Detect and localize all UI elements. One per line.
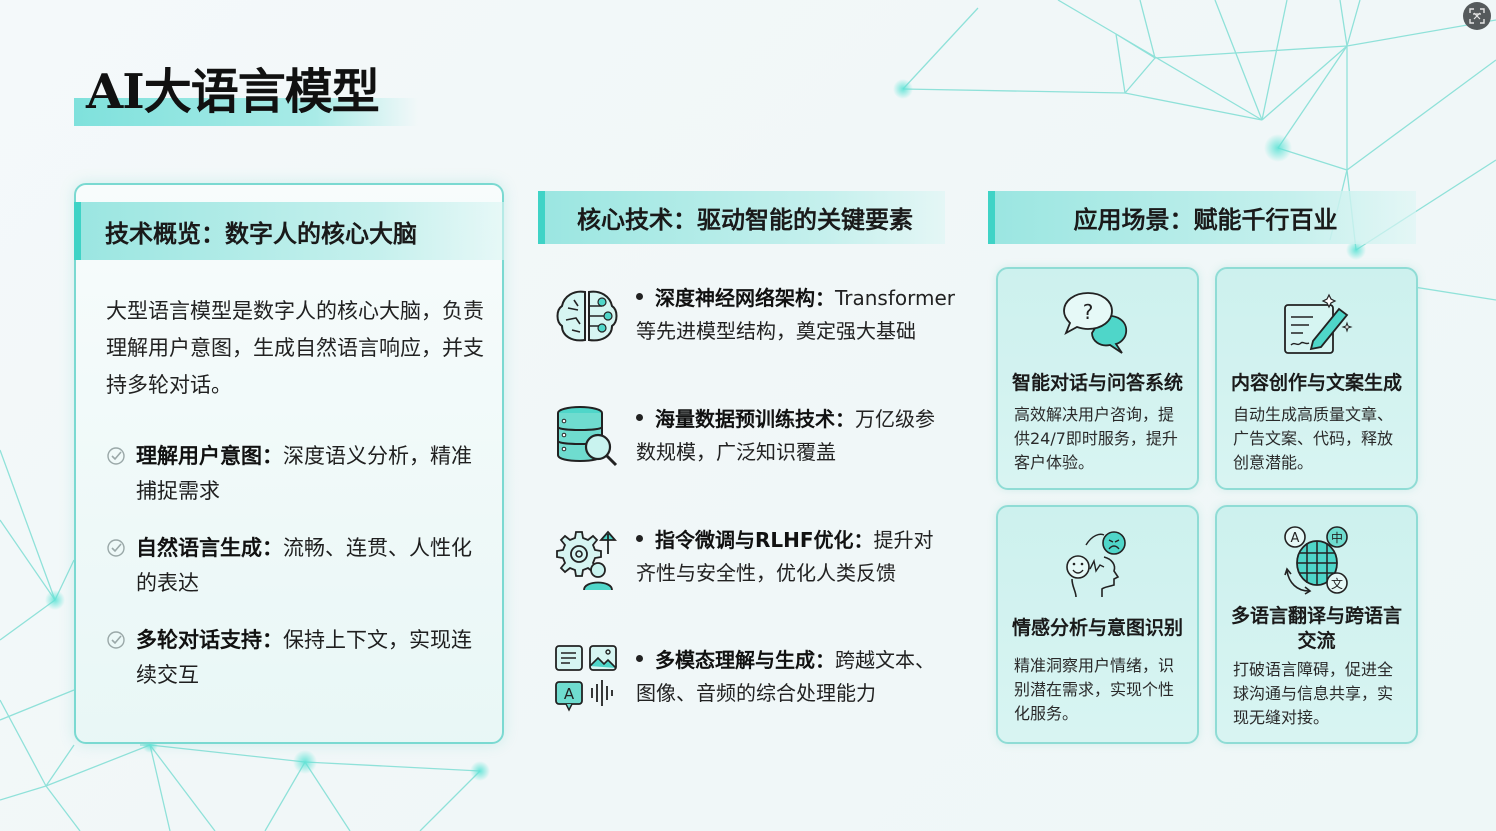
overview-bullet: 多轮对话支持：保持上下文，实现连续交互	[106, 623, 486, 693]
overview-bullet-list: 理解用户意图：深度语义分析，精准捕捉需求 自然语言生成：流畅、连贯、人性化的表达…	[106, 439, 486, 715]
tech-item-desc-cont: 图像、音频的综合处理能力	[636, 681, 876, 705]
tech-item-desc: 万亿级参	[855, 407, 935, 431]
overview-header: 技术概览：数字人的核心大脑	[74, 202, 504, 260]
svg-text:中: 中	[1330, 530, 1342, 545]
overview-intro: 大型语言模型是数字人的核心大脑，负责理解用户意图，生成自然语言响应，并支持多轮对…	[106, 299, 484, 397]
card-title: 智能对话与问答系统	[1011, 372, 1183, 394]
overview-bullet: 自然语言生成：流畅、连贯、人性化的表达	[106, 531, 486, 601]
tech-item-desc-cont: 等先进模型结构，奠定强大基础	[636, 319, 916, 343]
tech-item: 海量数据预训练技术：万亿级参 数规模，广泛知识覆盖	[552, 403, 962, 483]
bullet-text: 保持上下文，实现连续交互	[136, 628, 472, 687]
check-circle-icon	[107, 539, 125, 557]
core-tech-header: 核心技术：驱动智能的关键要素	[538, 191, 945, 244]
application-card: 内容创作与文案生成 自动生成高质量文章、广告文案、代码，释放创意潜能。	[1215, 267, 1418, 490]
bullet-text: 深度语义分析，精准捕捉需求	[136, 444, 472, 503]
tech-item-text: 多模态理解与生成：跨越文本、 图像、音频的综合处理能力	[636, 644, 961, 710]
tech-item-label: 指令微调与RLHF优化：	[655, 528, 874, 552]
application-card: 情感分析与意图识别 精准洞察用户情绪，识别潜在需求，实现个性化服务。	[996, 505, 1199, 744]
document-pen-icon	[1283, 293, 1353, 354]
overview-panel: 技术概览：数字人的核心大脑 大型语言模型是数字人的核心大脑，负责理解用户意图，生…	[74, 183, 504, 744]
card-title: 多语言翻译与跨语言交流	[1230, 605, 1402, 652]
tech-item-desc: 提升对	[873, 528, 934, 552]
card-title: 内容创作与文案生成	[1230, 372, 1402, 394]
overview-bullet: 理解用户意图：深度语义分析，精准捕捉需求	[106, 439, 486, 509]
bullet-label: 自然语言生成：	[136, 536, 283, 560]
applications-header: 应用场景：赋能千行百业	[988, 191, 1416, 244]
bullet-label: 理解用户意图：	[136, 444, 283, 468]
svg-text:A: A	[564, 685, 575, 703]
translate-screen-button[interactable]	[1463, 2, 1491, 30]
database-search-icon	[557, 406, 618, 467]
tech-item-label: 多模态理解与生成：	[655, 648, 835, 672]
bullet-label: 多轮对话支持：	[136, 628, 283, 652]
card-title: 情感分析与意图识别	[1011, 617, 1183, 639]
bullet-dot	[636, 414, 643, 421]
chat-question-icon: ?	[1062, 292, 1127, 354]
bullet-dot	[636, 655, 643, 662]
title-highlight	[74, 98, 419, 126]
tech-item-text: 深度神经网络架构：Transformer 等先进模型结构，奠定强大基础	[636, 282, 961, 348]
bullet-dot	[636, 293, 643, 300]
globe-translate-icon: A 中 文	[1283, 526, 1348, 595]
application-card: A 中 文 多语言翻译与跨语言交流 打破语言障碍，促进全球沟通与信息共享，实现无…	[1215, 505, 1418, 744]
tech-item-text: 指令微调与RLHF优化：提升对 齐性与安全性，优化人类反馈	[636, 524, 961, 590]
application-card: ? 智能对话与问答系统 高效解决用户咨询，提供24/7即时服务，提升客户体验。	[996, 267, 1199, 490]
bullet-text: 流畅、连贯、人性化的表达	[136, 536, 472, 595]
tech-item-desc-cont: 齐性与安全性，优化人类反馈	[636, 561, 896, 585]
tech-item: 指令微调与RLHF优化：提升对 齐性与安全性，优化人类反馈	[552, 524, 962, 604]
card-desc: 自动生成高质量文章、广告文案、代码，释放创意潜能。	[1233, 405, 1394, 472]
svg-text:A: A	[1290, 531, 1299, 546]
tech-item-text: 海量数据预训练技术：万亿级参 数规模，广泛知识覆盖	[636, 403, 961, 469]
gear-user-arrow-icon	[556, 530, 617, 591]
tech-item-desc-cont: 数规模，广泛知识覆盖	[636, 440, 836, 464]
tech-item: 深度神经网络架构：Transformer 等先进模型结构，奠定强大基础	[552, 282, 962, 362]
tech-item-desc: Transformer	[835, 286, 956, 310]
bullet-dot	[636, 535, 643, 542]
card-desc: 高效解决用户咨询，提供24/7即时服务，提升客户体验。	[1014, 405, 1178, 472]
multimodal-icon: A	[555, 645, 617, 712]
tech-item-label: 海量数据预训练技术：	[655, 407, 855, 431]
page-title: AI大语言模型	[86, 64, 380, 120]
translate-screen-icon	[1469, 8, 1485, 24]
card-desc: 精准洞察用户情绪，识别潜在需求，实现个性化服务。	[1014, 656, 1175, 723]
page-title-block: AI大语言模型	[74, 62, 424, 126]
svg-text:?: ?	[1082, 300, 1093, 324]
emotion-head-icon	[1065, 531, 1126, 598]
brain-network-icon	[556, 290, 618, 342]
tech-item: A 多模态理解与生成：跨越文本、 图像、音频的综合处理能力	[552, 644, 962, 724]
check-circle-icon	[107, 631, 125, 649]
card-desc: 打破语言障碍，促进全球沟通与信息共享，实现无缝对接。	[1233, 660, 1394, 727]
svg-text:文: 文	[1330, 576, 1342, 591]
tech-item-desc: 跨越文本、	[835, 648, 935, 672]
tech-item-label: 深度神经网络架构：	[655, 286, 835, 310]
check-circle-icon	[107, 447, 125, 465]
